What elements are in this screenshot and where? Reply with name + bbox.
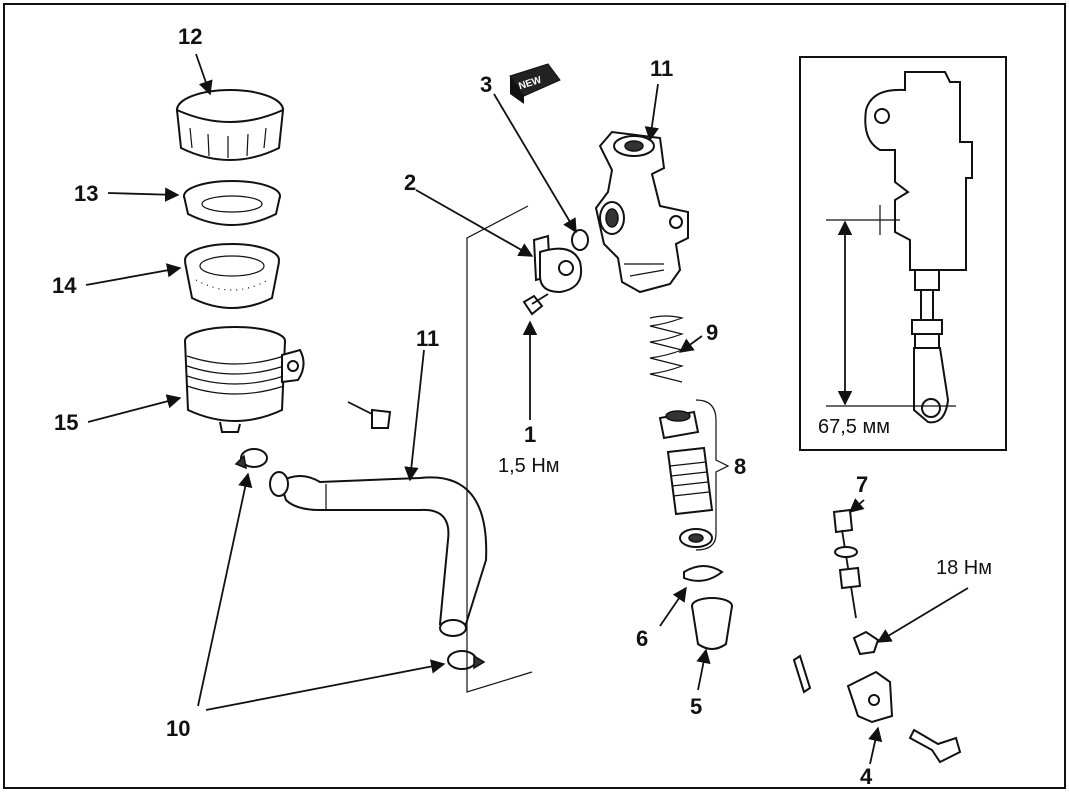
o-ring	[571, 229, 589, 251]
cotter-pin	[792, 654, 812, 694]
circlip	[683, 565, 724, 582]
callout-5: 5	[690, 694, 702, 719]
group-bracket	[466, 205, 533, 693]
reservoir-hose	[269, 471, 488, 637]
inset-pushrod	[914, 269, 940, 291]
inset-dimension-label: 67,5 мм	[818, 416, 890, 438]
callout-9: 9	[706, 320, 718, 345]
pushrod	[832, 508, 862, 619]
hose-clamp-lower	[447, 650, 486, 670]
new-part-badge: NEW	[509, 63, 561, 104]
callout-8: 8	[734, 454, 746, 479]
diagram-frame	[3, 3, 1066, 789]
inset-mount-hole	[874, 108, 890, 124]
master-cylinder-body	[594, 130, 689, 294]
callout-4: 4	[860, 764, 873, 789]
callout-7: 7	[856, 472, 868, 497]
reservoir-diaphragm	[184, 243, 280, 309]
callout-2: 2	[404, 170, 416, 195]
fitting-screw	[522, 293, 549, 316]
callout-15: 15	[54, 410, 78, 435]
reservoir-screw	[347, 401, 392, 429]
clevis	[846, 670, 894, 724]
piston	[666, 446, 714, 516]
callout-14: 14	[52, 273, 77, 298]
piston-cup-bottom	[679, 528, 713, 548]
torque-bolt: 1,5 Нм	[498, 455, 560, 477]
callout-13: 13	[74, 181, 98, 206]
clevis-pin	[908, 728, 962, 764]
return-spring	[649, 315, 685, 383]
inset-cylinder-body	[864, 71, 973, 271]
callout-10: 10	[166, 716, 190, 741]
inset-panel: 67,5 мм	[799, 56, 1007, 451]
reservoir-body	[184, 326, 305, 433]
piston-cup-top	[658, 410, 700, 440]
callout-11-top: 11	[650, 56, 673, 81]
hose-clamp-upper	[234, 448, 268, 470]
callout-6: 6	[636, 626, 648, 651]
callout-11-hose: 11	[416, 326, 439, 351]
torque-nut: 18 Нм	[936, 557, 992, 579]
callout-3: 3	[480, 72, 492, 97]
callout-1: 1	[524, 422, 536, 447]
piston-assembly-bracket	[695, 399, 730, 551]
reservoir-cap	[175, 89, 285, 161]
reservoir-diaphragm-plate	[183, 180, 281, 226]
hose-inlet-fitting	[532, 234, 582, 294]
locknut	[852, 630, 880, 656]
dust-boot	[691, 597, 733, 650]
callout-12: 12	[178, 24, 202, 49]
